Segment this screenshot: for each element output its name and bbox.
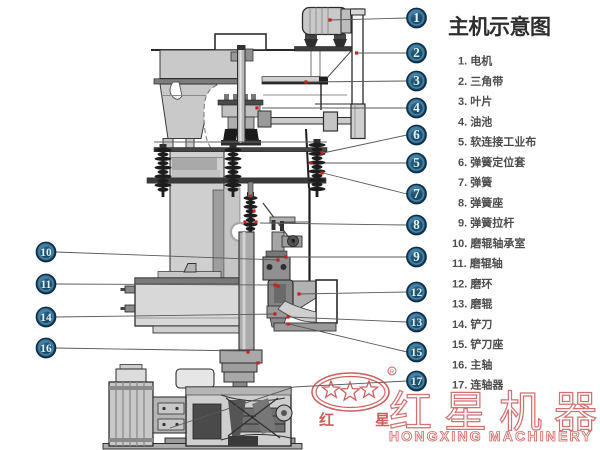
svg-text:红星机器: 红星机器 xyxy=(389,389,600,437)
svg-text:6: 6 xyxy=(413,127,420,142)
svg-text:11: 11 xyxy=(41,279,52,291)
svg-text:8: 8 xyxy=(413,217,420,232)
svg-text:8. 弹簧座: 8. 弹簧座 xyxy=(458,195,503,209)
svg-text:5: 5 xyxy=(413,155,420,170)
svg-text:12: 12 xyxy=(411,287,423,299)
svg-text:10: 10 xyxy=(40,247,52,259)
svg-text:HONGXING MACHINERY: HONGXING MACHINERY xyxy=(389,428,593,444)
svg-text:6. 弹簧定位套: 6. 弹簧定位套 xyxy=(458,155,526,169)
svg-text:主机示意图: 主机示意图 xyxy=(448,15,551,39)
svg-text:1. 电机: 1. 电机 xyxy=(458,54,492,68)
svg-text:13: 13 xyxy=(411,317,423,329)
svg-text:3: 3 xyxy=(413,73,420,88)
svg-text:5. 软连接工业布: 5. 软连接工业布 xyxy=(458,135,536,149)
svg-text:3. 叶片: 3. 叶片 xyxy=(458,94,492,108)
svg-text:15: 15 xyxy=(411,347,423,359)
svg-text:星: 星 xyxy=(375,412,390,429)
svg-text:7: 7 xyxy=(413,186,420,201)
svg-text:14. 铲刀: 14. 铲刀 xyxy=(452,317,492,331)
svg-text:1: 1 xyxy=(413,10,420,25)
svg-text:2. 三角带: 2. 三角带 xyxy=(458,74,503,88)
svg-text:9: 9 xyxy=(413,249,420,264)
svg-text:14: 14 xyxy=(40,312,52,324)
svg-text:11. 磨辊轴: 11. 磨辊轴 xyxy=(452,256,503,270)
svg-text:R: R xyxy=(390,370,395,376)
svg-text:16: 16 xyxy=(40,343,52,355)
svg-text:红: 红 xyxy=(319,411,334,429)
svg-text:17: 17 xyxy=(411,376,423,388)
svg-text:17. 连轴器: 17. 连轴器 xyxy=(452,378,504,392)
svg-text:2: 2 xyxy=(413,45,420,60)
svg-text:16. 主轴: 16. 主轴 xyxy=(452,357,492,371)
svg-text:13. 磨辊: 13. 磨辊 xyxy=(452,297,492,311)
svg-text:7. 弹簧: 7. 弹簧 xyxy=(458,175,492,189)
svg-text:10. 磨辊轴承室: 10. 磨辊轴承室 xyxy=(452,236,525,250)
svg-text:9. 弹簧拉杆: 9. 弹簧拉杆 xyxy=(458,216,514,230)
svg-text:12. 磨环: 12. 磨环 xyxy=(452,276,492,290)
svg-text:4: 4 xyxy=(413,100,420,115)
svg-text:4. 油池: 4. 油池 xyxy=(458,115,492,129)
svg-text:15. 铲刀座: 15. 铲刀座 xyxy=(452,337,503,351)
